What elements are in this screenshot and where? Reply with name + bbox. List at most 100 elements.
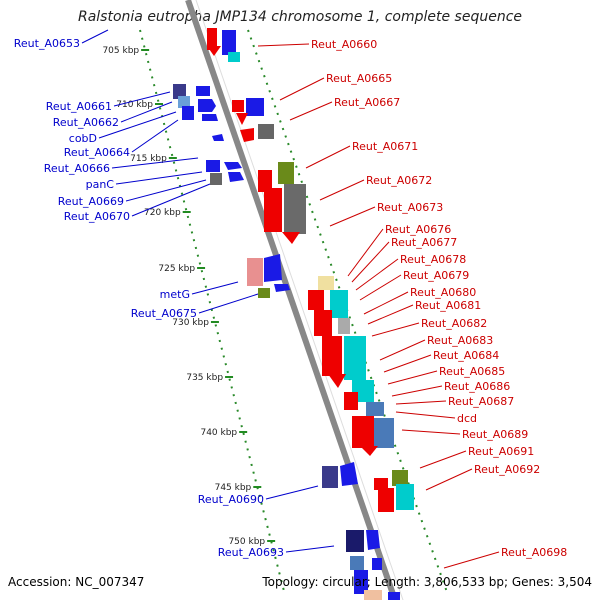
gene-label[interactable]: Reut_A0698 xyxy=(501,546,567,559)
left-gene-labels: Reut_A0653Reut_A0661Reut_A0662cobDReut_A… xyxy=(14,29,335,559)
gene-block xyxy=(258,288,270,298)
accession-text: Accession: NC_007347 xyxy=(8,575,145,589)
gene-label[interactable]: Reut_A0690 xyxy=(198,493,264,506)
kbp-tick-label: 745 kbp xyxy=(215,483,252,493)
axis-highlight xyxy=(195,0,404,600)
gene-label[interactable]: Reut_A0679 xyxy=(403,269,469,282)
gene-label[interactable]: Reut_A0685 xyxy=(439,365,505,378)
label-leader-line xyxy=(279,77,325,101)
label-leader-line xyxy=(363,291,409,315)
label-leader-line xyxy=(131,119,179,153)
gene-block xyxy=(207,28,217,50)
gene-block xyxy=(374,478,388,490)
label-leader-line xyxy=(115,171,203,185)
gene-label[interactable]: Reut_A0683 xyxy=(427,334,493,347)
gene-label[interactable]: Reut_A0675 xyxy=(131,307,197,320)
gene-block xyxy=(258,170,272,192)
gene-label[interactable]: Reut_A0677 xyxy=(391,236,457,249)
label-leader-line xyxy=(367,304,414,325)
gene-label[interactable]: Reut_A0686 xyxy=(444,380,510,393)
label-leader-line xyxy=(131,183,211,217)
gene-block xyxy=(202,114,218,121)
gene-label[interactable]: Reut_A0666 xyxy=(44,162,110,175)
gene-label[interactable]: Reut_A0676 xyxy=(385,223,451,236)
gene-block xyxy=(322,466,338,488)
gene-label[interactable]: Reut_A0680 xyxy=(410,286,476,299)
label-leader-line xyxy=(191,281,239,295)
gene-label[interactable]: metG xyxy=(160,288,190,301)
gene-block xyxy=(182,106,194,120)
gene-block xyxy=(338,318,350,334)
gene-block xyxy=(318,276,334,290)
gene-label[interactable]: Reut_A0653 xyxy=(14,37,80,50)
gene-label[interactable]: Reut_A0692 xyxy=(474,463,540,476)
label-leader-line xyxy=(395,411,456,419)
label-leader-line xyxy=(383,354,432,373)
gene-block xyxy=(308,290,324,310)
gene-arrow xyxy=(328,374,346,388)
gene-label[interactable]: Reut_A0681 xyxy=(415,299,481,312)
label-leader-line xyxy=(120,101,173,123)
kbp-tick-label: 735 kbp xyxy=(186,373,223,383)
gene-block xyxy=(374,418,394,448)
gene-label[interactable]: Reut_A0670 xyxy=(64,210,130,223)
gene-label[interactable]: Reut_A0687 xyxy=(448,395,514,408)
gene-label[interactable]: Reut_A0672 xyxy=(366,174,432,187)
gene-label[interactable]: Reut_A0661 xyxy=(46,100,112,113)
label-leader-line xyxy=(319,179,365,201)
gene-label[interactable]: Reut_A0664 xyxy=(64,146,130,159)
gene-label[interactable]: panC xyxy=(86,178,115,191)
gene-label[interactable]: Reut_A0691 xyxy=(468,445,534,458)
gene-block xyxy=(222,30,236,55)
gene-block xyxy=(396,484,414,510)
kbp-tick-label: 740 kbp xyxy=(200,428,237,438)
gene-label[interactable]: Reut_A0660 xyxy=(311,38,377,51)
gene-label[interactable]: Reut_A0678 xyxy=(400,253,466,266)
gene-block xyxy=(352,416,374,448)
left-guide-line xyxy=(139,29,286,596)
gene-arrow xyxy=(264,254,282,282)
gene-label[interactable]: Reut_A0665 xyxy=(326,72,392,85)
gene-label[interactable]: Reut_A0662 xyxy=(53,116,119,129)
gene-arrow xyxy=(274,284,290,292)
gene-label[interactable]: Reut_A0673 xyxy=(377,201,443,214)
label-leader-line xyxy=(198,293,259,314)
gene-block xyxy=(366,402,384,416)
label-leader-line xyxy=(351,241,390,283)
gene-arrow xyxy=(340,462,358,486)
right-gene-labels: Reut_A0660Reut_A0665Reut_A0667Reut_A0671… xyxy=(257,38,567,569)
label-leader-line xyxy=(443,551,500,569)
label-leader-line xyxy=(257,43,310,47)
gene-arrow xyxy=(212,134,224,141)
gene-arrow xyxy=(282,232,300,244)
gene-block xyxy=(284,184,306,234)
gene-label[interactable]: cobD xyxy=(69,132,97,145)
gene-label[interactable]: dcd xyxy=(457,412,477,425)
gene-arrow xyxy=(240,128,254,142)
gene-label[interactable]: Reut_A0682 xyxy=(421,317,487,330)
kbp-tick-label: 715 kbp xyxy=(130,154,167,164)
gene-label[interactable]: Reut_A0671 xyxy=(352,140,418,153)
gene-label[interactable]: Reut_A0684 xyxy=(433,349,499,362)
gene-block xyxy=(246,98,264,116)
gene-arrow xyxy=(360,446,378,456)
label-leader-line xyxy=(81,29,109,44)
label-leader-line xyxy=(371,322,420,337)
kbp-tick-label: 730 kbp xyxy=(172,318,209,328)
gene-label[interactable]: Reut_A0667 xyxy=(334,96,400,109)
gene-block xyxy=(372,558,382,570)
kbp-tick-label: 710 kbp xyxy=(116,100,153,110)
kbp-tick-label: 725 kbp xyxy=(158,264,195,274)
label-leader-line xyxy=(289,101,333,121)
label-leader-line xyxy=(401,429,461,435)
label-leader-line xyxy=(265,485,319,500)
gene-label[interactable]: Reut_A0689 xyxy=(462,428,528,441)
gene-label[interactable]: Reut_A0693 xyxy=(218,546,284,559)
gene-label[interactable]: Reut_A0669 xyxy=(58,195,124,208)
label-leader-line xyxy=(387,370,438,385)
label-leader-line xyxy=(347,228,384,277)
gene-block xyxy=(247,258,263,286)
label-leader-line xyxy=(395,400,447,405)
label-leader-line xyxy=(111,157,199,169)
